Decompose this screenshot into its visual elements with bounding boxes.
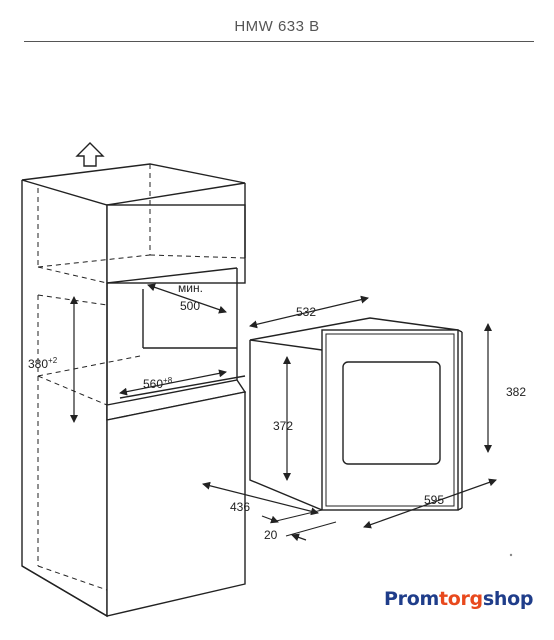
dim-oven-width: 532 <box>296 305 316 319</box>
dim-front-width: 595 <box>424 493 444 507</box>
dot-mark <box>509 553 513 557</box>
logo-part-torg: torg <box>438 588 483 610</box>
ventilation-arrow-icon <box>75 142 105 167</box>
dim-front-offset: 20 <box>264 528 278 542</box>
logo-part-shop: shop <box>482 588 534 610</box>
dim-front-height: 382 <box>506 385 526 399</box>
dim-front-offset-line-b <box>291 533 307 542</box>
dim-depth: 436 <box>230 500 250 514</box>
dim-niche-height: 380+2 <box>28 356 58 371</box>
dim-front-offset-ext2 <box>285 521 337 537</box>
dim-niche-width: 560+8 <box>143 376 173 391</box>
oven <box>249 317 463 511</box>
promtorgshop-logo: Promtorgshop <box>384 588 533 610</box>
cabinet <box>21 163 247 618</box>
dim-min-depth-line <box>147 283 227 314</box>
dim-oven-width-line <box>249 295 369 329</box>
header-divider <box>24 41 534 42</box>
logo-part-prom: Prom <box>384 588 439 610</box>
dim-depth-line <box>202 481 319 516</box>
dim-front-width-line <box>363 478 497 529</box>
dim-oven-height: 372 <box>273 419 293 433</box>
header: HMW 633 B <box>0 0 554 44</box>
dim-niche-width-line <box>119 369 227 396</box>
dim-min-value: 500 <box>180 299 200 313</box>
dim-front-offset-ext <box>271 509 323 523</box>
dim-min-label: мин. <box>178 281 203 295</box>
product-title: HMW 633 B <box>234 18 320 35</box>
